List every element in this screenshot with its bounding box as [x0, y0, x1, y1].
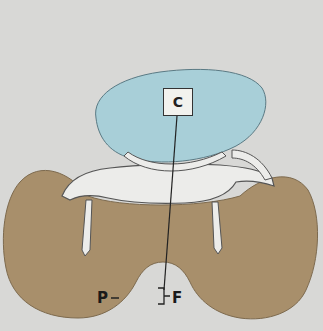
component-flange: [232, 150, 272, 180]
patellar-component: [124, 152, 226, 171]
peg: [212, 202, 222, 254]
axis-line: [164, 116, 177, 290]
part-letter: F: [172, 291, 182, 306]
bracket: [158, 288, 170, 304]
part-letter: C: [173, 95, 183, 109]
part-letter: P: [97, 291, 108, 306]
pointer-dash: [111, 297, 119, 299]
label-box: C: [163, 88, 193, 116]
peg: [82, 200, 92, 256]
patella: [96, 69, 266, 162]
